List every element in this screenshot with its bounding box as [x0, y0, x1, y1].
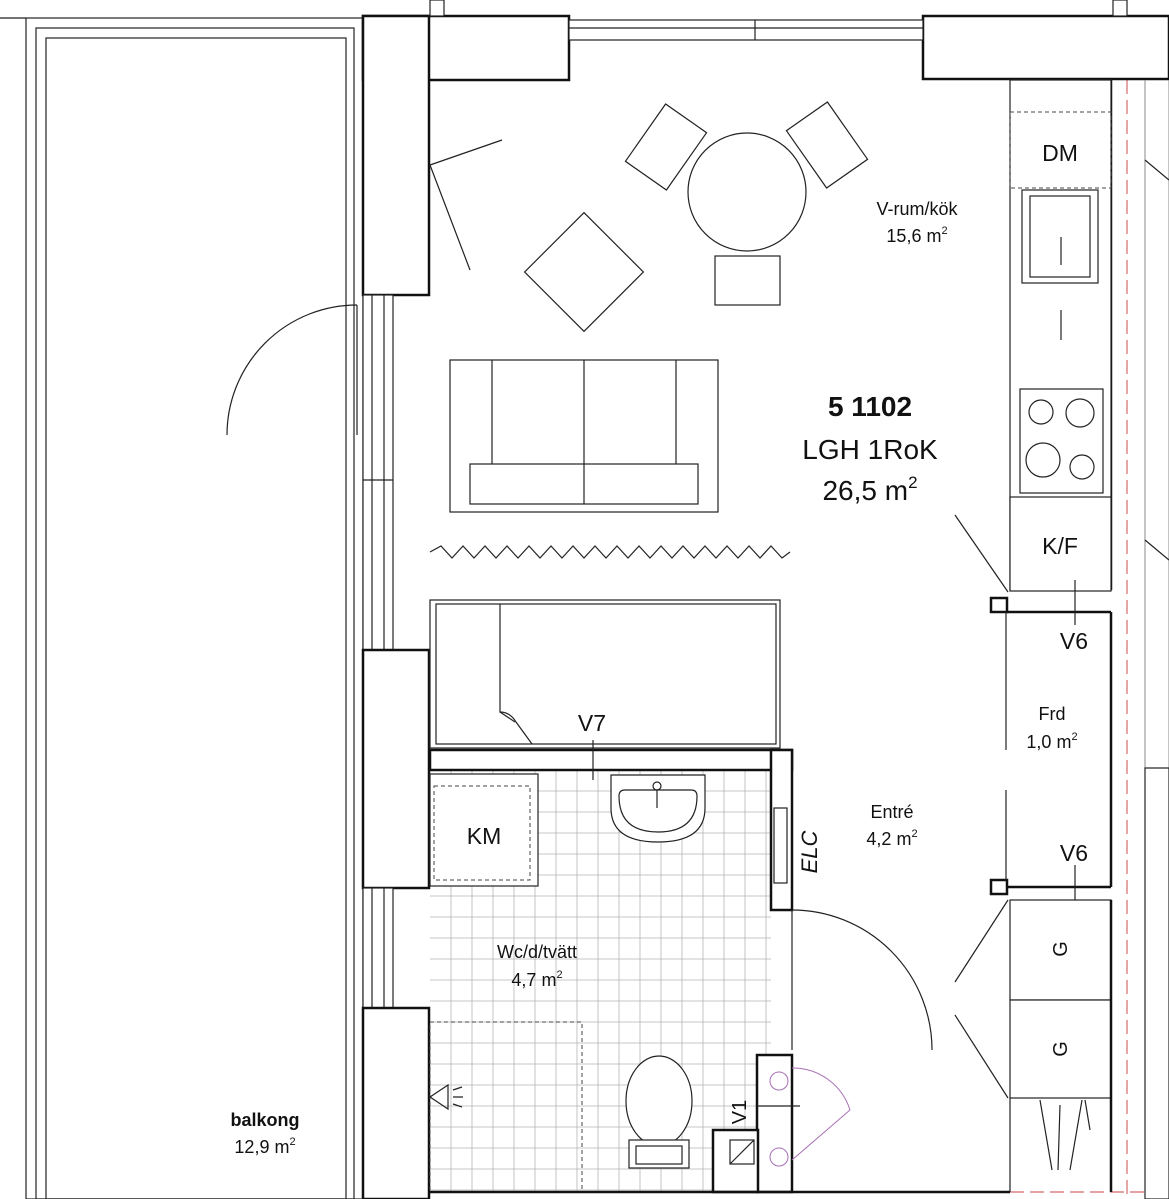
room-storage-area: 1,0 m2: [1026, 731, 1077, 752]
balcony: [0, 17, 364, 1199]
kitchen: [954, 79, 1112, 593]
room-living-name: V-rum/kök: [876, 199, 958, 219]
fixture-garderob-1: G: [1050, 941, 1072, 957]
apartment-number: 5 1102: [828, 391, 912, 422]
fixture-washer: KM: [467, 823, 502, 849]
fixture-wardrobe-bottom: V6: [1060, 840, 1088, 866]
room-balcony-area: 12,9 m2: [234, 1136, 295, 1157]
wardrobes-g: [954, 899, 1113, 1192]
apartment-area-sup: 2: [908, 473, 917, 492]
room-balcony-area-value: 12,9 m: [234, 1137, 289, 1157]
apartment-type: LGH 1RoK: [802, 434, 938, 465]
room-bathroom-area-sup: 2: [556, 969, 562, 981]
room-entrance-area-sup: 2: [911, 828, 917, 840]
fixture-wardrobe-bed: V7: [578, 710, 606, 736]
apartment-area-value: 26,5 m: [822, 475, 908, 506]
room-entrance-area: 4,2 m2: [866, 828, 917, 849]
room-entrance-name: Entré: [870, 802, 913, 822]
labels: 5 1102 LGH 1RoK 26,5 m2 V-rum/kök 15,6 m…: [230, 140, 1088, 1157]
entry-door: [791, 909, 933, 1051]
fixture-wardrobe-top: V6: [1060, 628, 1088, 654]
walls: [361, 0, 1169, 1199]
room-living-area: 15,6 m2: [886, 225, 947, 246]
room-storage-name: Frd: [1039, 704, 1066, 724]
apartment-area: 26,5 m2: [822, 473, 917, 506]
room-balcony-area-sup: 2: [289, 1136, 295, 1148]
fixture-electrical: ELC: [797, 830, 822, 873]
room-bathroom-area: 4,7 m2: [511, 969, 562, 990]
bathroom: [428, 740, 1010, 1194]
fixture-wardrobe-bath: V1: [729, 1100, 751, 1124]
living-furniture: [429, 101, 869, 749]
room-balcony-name: balkong: [230, 1110, 299, 1130]
fixture-garderob-2: G: [1050, 1041, 1072, 1057]
fixture-fridge-freezer: K/F: [1042, 533, 1078, 559]
room-storage-area-value: 1,0 m: [1026, 732, 1071, 752]
room-living-area-value: 15,6 m: [886, 226, 941, 246]
room-storage-area-sup: 2: [1071, 731, 1077, 743]
fixture-dishwasher: DM: [1042, 140, 1078, 166]
balcony-door: [226, 304, 358, 436]
storage: [989, 580, 1113, 910]
room-bathroom-name: Wc/d/tvätt: [497, 942, 577, 962]
room-entrance-area-value: 4,2 m: [866, 829, 911, 849]
room-living-area-sup: 2: [941, 225, 947, 237]
room-bathroom-area-value: 4,7 m: [511, 970, 556, 990]
